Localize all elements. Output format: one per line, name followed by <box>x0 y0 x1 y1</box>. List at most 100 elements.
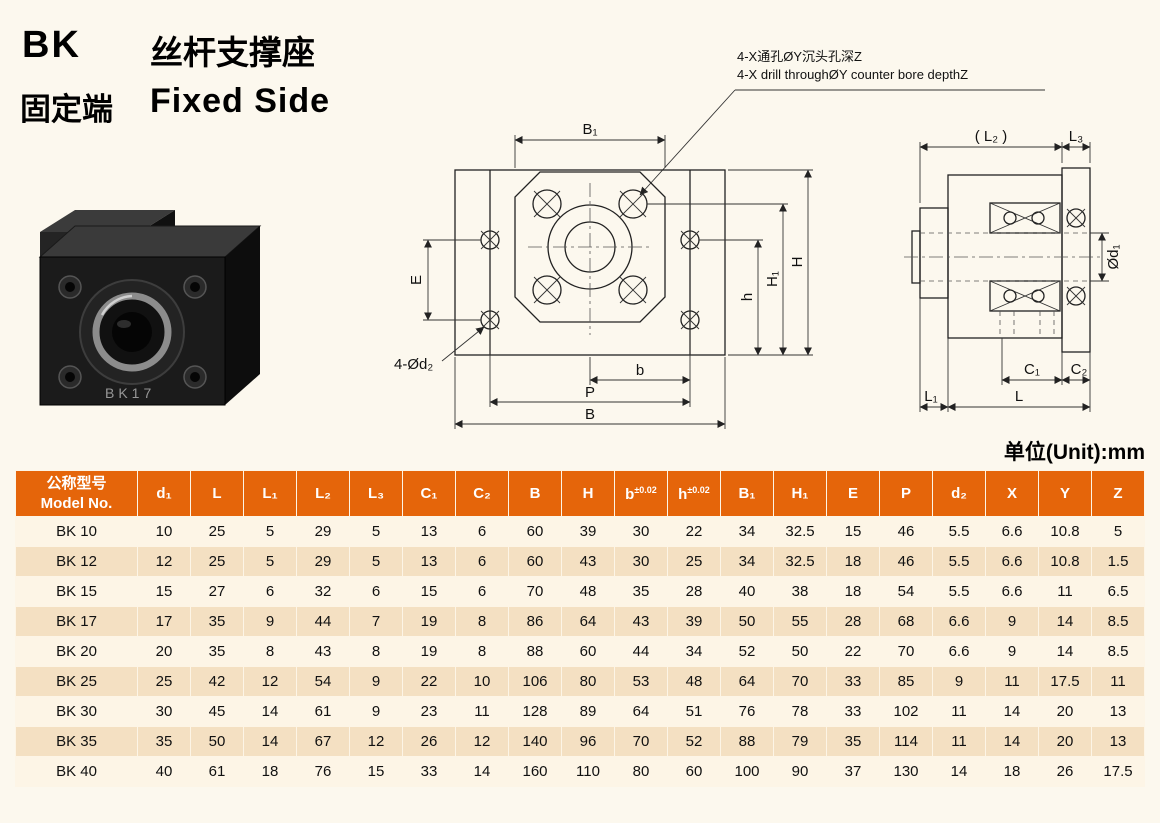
value-cell: 35 <box>137 726 191 757</box>
model-cell: BK 10 <box>15 516 138 547</box>
unit-label: 单位(Unit):mm <box>1003 441 1145 464</box>
value-cell: 34 <box>720 516 774 547</box>
dim-label-B1: B₁ <box>582 121 597 138</box>
value-cell: 14 <box>932 756 986 787</box>
column-header: H₁ <box>773 470 827 517</box>
value-cell: 10 <box>455 666 509 697</box>
dim-label-B: B <box>585 406 595 423</box>
value-cell: 6.6 <box>985 516 1039 547</box>
dim-label-H: H <box>789 257 806 268</box>
value-cell: 96 <box>561 726 615 757</box>
dim-label-P: P <box>585 384 595 401</box>
column-header: d₂ <box>932 470 986 517</box>
value-cell: 70 <box>614 726 668 757</box>
value-cell: 48 <box>667 666 721 697</box>
value-cell: 54 <box>879 576 933 607</box>
value-cell: 7 <box>349 606 403 637</box>
column-header: L₃ <box>349 470 403 517</box>
page-subtitle-en: Fixed Side <box>150 82 331 120</box>
value-cell: 35 <box>190 606 244 637</box>
value-cell: 8 <box>243 636 297 667</box>
value-cell: 18 <box>826 546 880 577</box>
dim-label-H1: H₁ <box>764 271 781 287</box>
value-cell: 14 <box>985 726 1039 757</box>
value-cell: 29 <box>296 546 350 577</box>
column-header: C₂ <box>455 470 509 517</box>
callout-leader-line <box>639 89 1045 196</box>
model-cell: BK 12 <box>15 546 138 577</box>
value-cell: 30 <box>614 546 668 577</box>
column-header: Y <box>1038 470 1092 517</box>
value-cell: 6 <box>455 516 509 547</box>
value-cell: 90 <box>773 756 827 787</box>
product-photo-block: BK17 <box>38 210 262 406</box>
value-cell: 33 <box>402 756 456 787</box>
value-cell: 5 <box>243 546 297 577</box>
model-cell: BK 30 <box>15 696 138 727</box>
value-cell: 88 <box>508 636 562 667</box>
value-cell: 114 <box>879 726 933 757</box>
value-cell: 102 <box>879 696 933 727</box>
value-cell: 13 <box>402 516 456 547</box>
value-cell: 9 <box>932 666 986 697</box>
value-cell: 78 <box>773 696 827 727</box>
model-cell: BK 25 <box>15 666 138 697</box>
dim-label-L1: L₁ <box>924 388 937 405</box>
value-cell: 32 <box>296 576 350 607</box>
value-cell: 46 <box>879 516 933 547</box>
value-cell: 70 <box>508 576 562 607</box>
value-cell: 9 <box>985 636 1039 667</box>
value-cell: 43 <box>296 636 350 667</box>
value-cell: 64 <box>720 666 774 697</box>
column-header: L <box>190 470 244 517</box>
value-cell: 85 <box>879 666 933 697</box>
value-cell: 27 <box>190 576 244 607</box>
value-cell: 50 <box>190 726 244 757</box>
value-cell: 9 <box>349 696 403 727</box>
value-cell: 33 <box>826 696 880 727</box>
value-cell: 18 <box>826 576 880 607</box>
value-cell: 12 <box>455 726 509 757</box>
value-cell: 80 <box>614 756 668 787</box>
value-cell: 11 <box>985 666 1039 697</box>
value-cell: 43 <box>614 606 668 637</box>
value-cell: 43 <box>561 546 615 577</box>
value-cell: 106 <box>508 666 562 697</box>
dim-label-C2: C₂ <box>1071 361 1088 378</box>
value-cell: 34 <box>667 636 721 667</box>
value-cell: 25 <box>190 516 244 547</box>
drill-callout: 4-X通孔ØY沉头孔深Z 4-X drill throughØY counter… <box>737 48 968 84</box>
value-cell: 76 <box>296 756 350 787</box>
value-cell: 17.5 <box>1038 666 1092 697</box>
value-cell: 60 <box>667 756 721 787</box>
value-cell: 40 <box>137 756 191 787</box>
photo-etched-label: BK17 <box>105 385 155 401</box>
dim-label-L: L <box>1015 388 1023 405</box>
value-cell: 13 <box>1091 696 1145 727</box>
value-cell: 60 <box>561 636 615 667</box>
column-header: b±0.02 <box>614 470 668 517</box>
value-cell: 15 <box>349 756 403 787</box>
value-cell: 11 <box>1091 666 1145 697</box>
value-cell: 34 <box>720 546 774 577</box>
value-cell: 15 <box>402 576 456 607</box>
value-cell: 54 <box>296 666 350 697</box>
value-cell: 64 <box>614 696 668 727</box>
value-cell: 26 <box>402 726 456 757</box>
column-header: L₁ <box>243 470 297 517</box>
value-cell: 14 <box>243 696 297 727</box>
value-cell: 86 <box>508 606 562 637</box>
value-cell: 35 <box>190 636 244 667</box>
value-cell: 5.5 <box>932 516 986 547</box>
model-cell: BK 40 <box>15 756 138 787</box>
product-photo: BK17 <box>38 210 262 406</box>
value-cell: 88 <box>720 726 774 757</box>
value-cell: 89 <box>561 696 615 727</box>
